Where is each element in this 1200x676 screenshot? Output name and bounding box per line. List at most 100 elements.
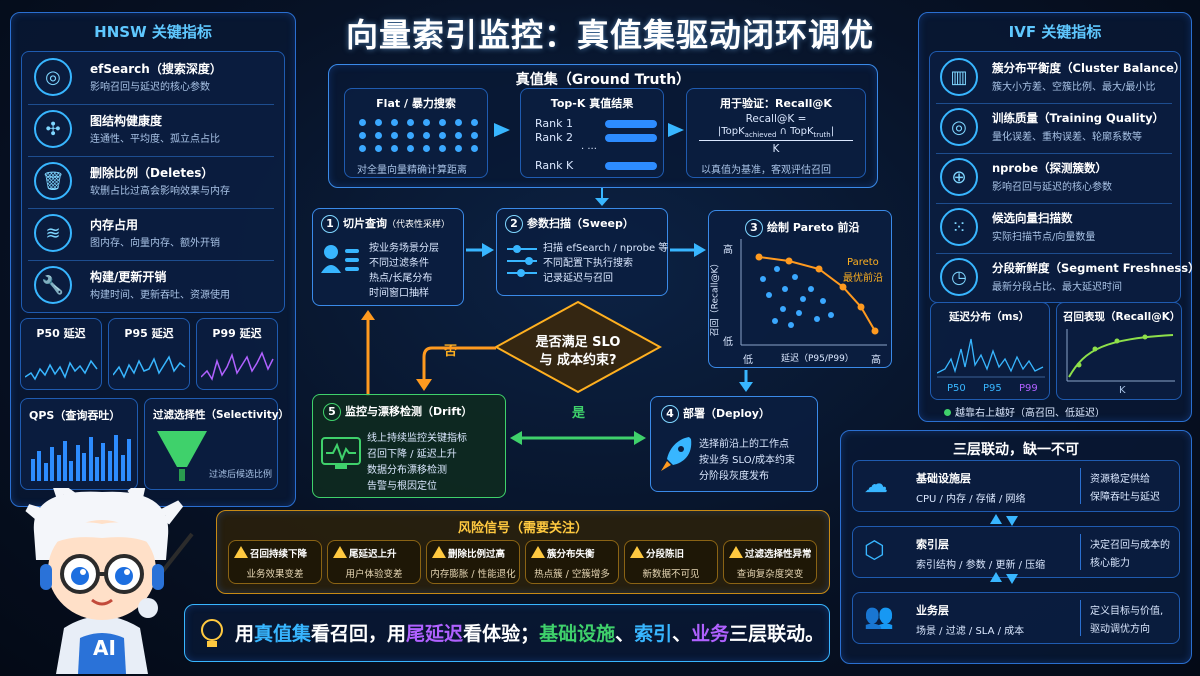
risk-desc: 新数据不可见 bbox=[642, 569, 700, 580]
qps-bar bbox=[82, 453, 87, 481]
formula-line-1: Recall@K = bbox=[745, 113, 807, 125]
formula-sub-a: achieved bbox=[744, 131, 777, 139]
p99-sparkline-icon bbox=[201, 351, 274, 381]
selectivity-label: 过滤选择性（Selectivity） bbox=[153, 409, 290, 421]
pareto-point bbox=[760, 276, 766, 282]
warning-icon bbox=[630, 546, 644, 558]
pareto-x-label: 延迟（P95/P99） bbox=[781, 354, 854, 364]
qps-bar bbox=[127, 439, 131, 481]
risk-desc: 用户体验变差 bbox=[345, 569, 403, 580]
latency-dist-icon bbox=[937, 338, 1045, 378]
summary-p9: 、 bbox=[672, 623, 692, 645]
summary-infra: 基础设施 bbox=[539, 623, 616, 645]
qps-bar bbox=[120, 455, 125, 481]
ivf-divider bbox=[936, 153, 1172, 154]
feedback-up-arrow-icon bbox=[361, 310, 375, 396]
summary-p7: 、 bbox=[615, 623, 635, 645]
layer-role-1: 决定召回与成本的 bbox=[1090, 540, 1170, 551]
ivf-item-name: 候选向量扫描数 bbox=[992, 211, 1073, 225]
bullet-item: 线上持续监控关键指标 bbox=[367, 433, 467, 444]
pareto-chart bbox=[740, 239, 887, 346]
hnsw-item-name: 图结构健康度 bbox=[90, 114, 163, 128]
vector-dot bbox=[455, 119, 462, 126]
p99-card: P99 延迟 bbox=[196, 318, 278, 390]
pareto-frontier-line bbox=[758, 256, 876, 332]
pareto-y-high: 高 bbox=[723, 245, 733, 256]
pareto-point bbox=[772, 318, 778, 324]
summary-p11: 三层联动。 bbox=[729, 623, 825, 645]
gt-arrows-icon bbox=[494, 123, 684, 137]
qps-bar bbox=[114, 435, 119, 481]
ivf-item-desc: 实际扫描节点/向量数量 bbox=[992, 232, 1096, 243]
users-icon: 👥 bbox=[864, 602, 894, 630]
bullet-item: 按业务 SLO/成本约束 bbox=[699, 455, 795, 466]
p95-sparkline-icon bbox=[113, 355, 186, 379]
step-1-number: 1 bbox=[321, 215, 339, 233]
recall-x-label: K bbox=[1119, 385, 1126, 396]
formula-bar: | bbox=[830, 126, 835, 137]
rank-k-bar bbox=[605, 162, 657, 170]
step-3-number: 3 bbox=[745, 219, 763, 237]
ivf-item-name: nprobe（探测簇数） bbox=[992, 161, 1108, 175]
rank-2-label: Rank 2 bbox=[535, 131, 573, 144]
pareto-point bbox=[808, 286, 814, 292]
monitor-icon bbox=[321, 437, 361, 469]
summary-tail-latency: 尾延迟 bbox=[406, 623, 464, 645]
recall-title: 召回表现（Recall@K） bbox=[1063, 311, 1181, 323]
pareto-point bbox=[814, 316, 820, 322]
pareto-point bbox=[782, 286, 788, 292]
step-5-title-text: 监控与漂移检测（Drift） bbox=[345, 405, 473, 418]
ivf-note-text: 越靠右上越好（高召回、低延迟） bbox=[955, 408, 1105, 419]
ivf-title: IVF 关键指标 bbox=[1008, 23, 1102, 41]
risk-desc: 查询复杂度突变 bbox=[736, 569, 804, 580]
step-1-sub: （代表性采样） bbox=[387, 220, 451, 230]
qps-bar bbox=[63, 441, 67, 481]
selectivity-card: 过滤选择性（Selectivity） 过滤后候选比例 bbox=[144, 398, 289, 490]
qps-bar bbox=[75, 445, 80, 481]
vector-dot bbox=[359, 119, 366, 126]
pareto-point bbox=[774, 266, 780, 272]
vector-dot bbox=[375, 132, 382, 139]
zoom-icon: ⊕ bbox=[940, 158, 978, 196]
flat-search-title: Flat / 暴力搜索 bbox=[376, 97, 456, 110]
hnsw-divider bbox=[28, 156, 274, 157]
hnsw-item-name: efSearch（搜索深度） bbox=[90, 62, 222, 76]
risk-name: 分段陈旧 bbox=[646, 549, 685, 560]
summary-banner: 用真值集看召回，用尾延迟看体验；基础设施、索引、业务三层联动。 bbox=[184, 604, 830, 662]
qps-bar bbox=[56, 455, 61, 481]
gt-down-arrow-icon bbox=[595, 188, 609, 206]
layer-desc: 场景 / 过滤 / SLA / 成本 bbox=[916, 626, 1025, 637]
pareto-point bbox=[788, 322, 794, 328]
cloud-server-icon: ☁ bbox=[864, 470, 888, 498]
ivf-item-name: 分段新鲜度（Segment Freshness） bbox=[992, 261, 1200, 275]
qps-label: QPS（查询吞吐） bbox=[29, 409, 121, 422]
clock-icon: ◷ bbox=[940, 258, 978, 296]
vector-dot bbox=[391, 145, 398, 152]
layer-card bbox=[852, 592, 1180, 644]
layer-role-2: 核心能力 bbox=[1090, 558, 1130, 569]
topk-title: Top-K 真值结果 bbox=[550, 97, 634, 110]
bullet-item: 数据分布漂移检测 bbox=[367, 465, 447, 476]
ivf-item-name: 训练质量（Training Quality） bbox=[992, 111, 1165, 125]
summary-p5: 看体验； bbox=[463, 623, 540, 645]
risk-name: 召回持续下降 bbox=[250, 549, 308, 560]
arrow-2-3-icon bbox=[670, 243, 706, 257]
hnsw-item-desc: 连通性、平均度、孤立点占比 bbox=[90, 134, 220, 145]
formula-sub-b: truth bbox=[813, 131, 831, 139]
layer-role-1: 资源稳定供给 bbox=[1090, 474, 1150, 485]
warning-icon bbox=[531, 546, 545, 558]
risk-name: 尾延迟上升 bbox=[349, 549, 397, 560]
warning-icon bbox=[234, 546, 248, 558]
verify-title: 用于验证：Recall@K bbox=[720, 97, 832, 110]
hnsw-divider bbox=[28, 208, 274, 209]
layers-icon: ≋ bbox=[34, 214, 72, 252]
rank-1-label: Rank 1 bbox=[535, 117, 573, 130]
summary-ground-truth: 真值集 bbox=[254, 623, 312, 645]
risk-desc: 内存膨胀 / 性能退化 bbox=[430, 569, 516, 580]
pareto-frontier-point bbox=[871, 327, 879, 335]
risk-name: 删除比例过高 bbox=[448, 549, 506, 560]
step-4-number: 4 bbox=[661, 405, 679, 423]
vector-dot bbox=[439, 145, 446, 152]
